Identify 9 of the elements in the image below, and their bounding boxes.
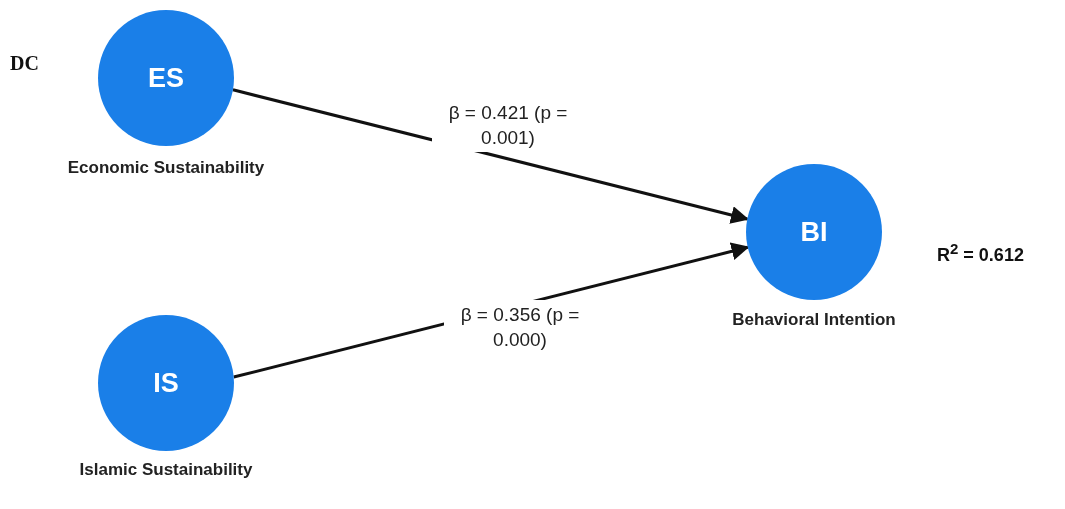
- r-squared-label: R$^{2}$ = 0.612: [937, 240, 1024, 266]
- construct-name: Behavioral Intention: [731, 309, 897, 331]
- arrow: [232, 88, 749, 224]
- construct-name: Economic Sustainability: [66, 157, 266, 179]
- construct-abbreviation: ES: [148, 62, 184, 94]
- cut-off-text: DC: [10, 52, 39, 75]
- construct-abbreviation: BI: [800, 216, 828, 248]
- construct-abbreviation: IS: [153, 367, 179, 399]
- construct-name: Islamic Sustainability: [78, 459, 254, 481]
